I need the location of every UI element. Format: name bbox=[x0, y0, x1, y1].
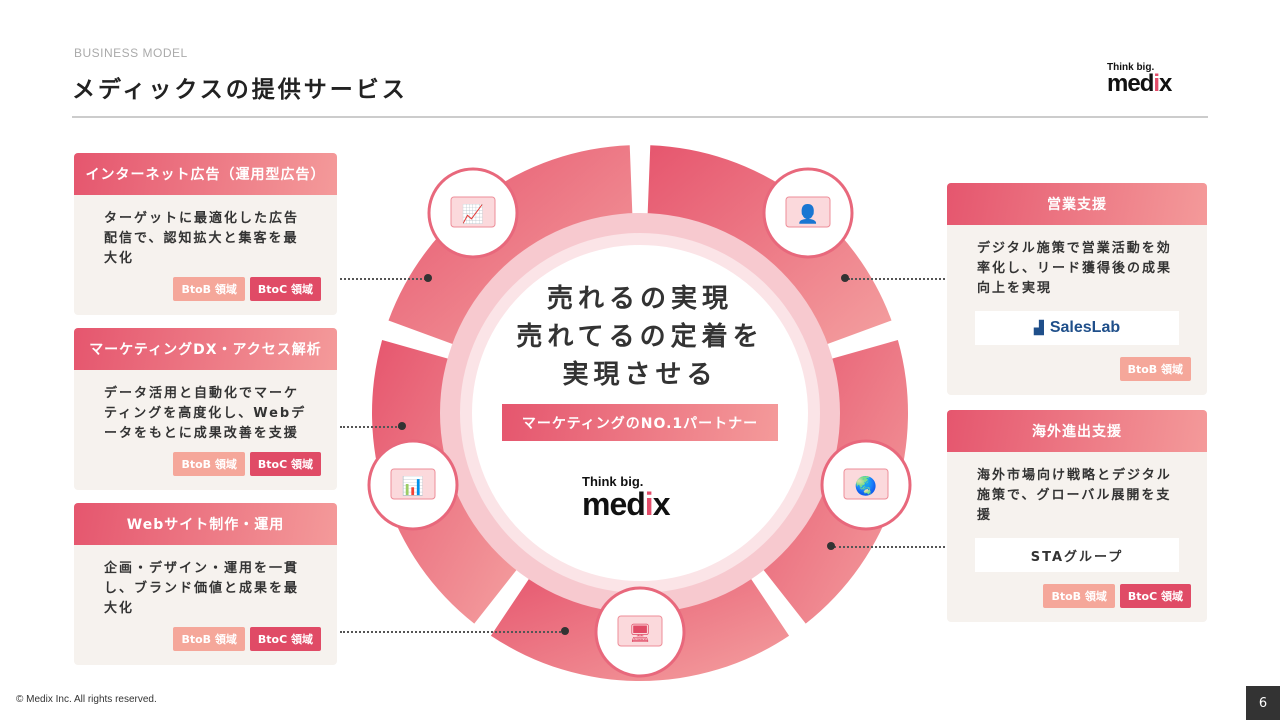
ring-segment bbox=[388, 145, 633, 348]
card-description: 企画・デザイン・運用を一貫し、ブランド価値と成果を最大化 bbox=[104, 561, 300, 616]
service-card-marketing-dx[interactable]: マーケティングDX・アクセス解析 データ活用と自動化でマーケティングを高度化し、… bbox=[74, 328, 337, 490]
btob-tag: BtoB 領域 bbox=[1043, 584, 1115, 608]
svg-text:📈: 📈 bbox=[462, 203, 484, 225]
global-expansion-icon: 🌏 bbox=[820, 439, 912, 531]
bar-chart-icon: ▟ bbox=[1033, 320, 1046, 336]
sales-growth-icon: 👤 bbox=[762, 167, 854, 259]
btob-tag: BtoB 領域 bbox=[173, 627, 245, 651]
header-logo: Think big. medix bbox=[1107, 62, 1172, 97]
page-number: 6 bbox=[1246, 686, 1280, 720]
btob-tag: BtoB 領域 bbox=[1119, 357, 1191, 381]
saleslab-logo: ▟SalesLab bbox=[975, 311, 1179, 345]
tagline-badge: マーケティングのNO.1パートナー bbox=[502, 404, 778, 441]
btob-tag: BtoB 領域 bbox=[173, 452, 245, 476]
btoc-tag: BtoC 領域 bbox=[249, 277, 321, 301]
center-message: 売れるの実現 売れてるの定着を 実現させる bbox=[480, 280, 800, 394]
service-card-overseas[interactable]: 海外進出支援 海外市場向け戦略とデジタル施策で、グローバル展開を支援 STAグル… bbox=[947, 410, 1207, 622]
card-title: Webサイト制作・運用 bbox=[74, 503, 337, 545]
copyright: © Medix Inc. All rights reserved. bbox=[16, 694, 157, 705]
connector-dot bbox=[827, 542, 835, 550]
connector bbox=[340, 278, 426, 280]
logo-text: i bbox=[1153, 70, 1160, 97]
connector-dot bbox=[561, 627, 569, 635]
connector bbox=[848, 278, 945, 280]
card-description: 海外市場向け戦略とデジタル施策で、グローバル展開を支援 bbox=[977, 468, 1172, 523]
page-title: メディックスの提供サービス bbox=[72, 77, 408, 103]
center-line: 実現させる bbox=[562, 360, 718, 390]
card-title: マーケティングDX・アクセス解析 bbox=[74, 328, 337, 370]
card-description: ターゲットに最適化した広告配信で、認知拡大と集客を最大化 bbox=[104, 211, 300, 266]
btoc-tag: BtoC 領域 bbox=[249, 627, 321, 651]
logo-text: i bbox=[644, 486, 654, 522]
svg-text:🌏: 🌏 bbox=[855, 475, 877, 497]
connector bbox=[834, 546, 945, 548]
ring-segment bbox=[647, 145, 892, 348]
card-title: 営業支援 bbox=[947, 183, 1207, 225]
connector-dot bbox=[398, 422, 406, 430]
service-card-web-production[interactable]: Webサイト制作・運用 企画・デザイン・運用を一貫し、ブランド価値と成果を最大化… bbox=[74, 503, 337, 665]
connector-dot bbox=[841, 274, 849, 282]
svg-text:🖥: 🖥 bbox=[629, 623, 652, 644]
brand-name: SalesLab bbox=[1049, 319, 1121, 336]
card-description: データ活用と自動化でマーケティングを高度化し、Webデータをもとに成果改善を支援 bbox=[104, 386, 307, 441]
logo-text: med bbox=[1107, 70, 1154, 97]
connector bbox=[340, 426, 400, 428]
divider bbox=[72, 116, 1208, 118]
service-card-internet-ads[interactable]: インターネット広告（運用型広告） ターゲットに最適化した広告配信で、認知拡大と集… bbox=[74, 153, 337, 315]
ad-laptop-icon: 📈 bbox=[427, 167, 519, 259]
analytics-cloud-icon: 📊 bbox=[367, 439, 459, 531]
svg-text:👤: 👤 bbox=[797, 203, 819, 225]
section-eyebrow: BUSINESS MODEL bbox=[74, 46, 188, 60]
service-card-sales-support[interactable]: 営業支援 デジタル施策で営業活動を効率化し、リード獲得後の成果向上を実現 ▟Sa… bbox=[947, 183, 1207, 395]
logo-text: x bbox=[1159, 70, 1172, 97]
btob-tag: BtoB 領域 bbox=[173, 277, 245, 301]
card-title: 海外進出支援 bbox=[947, 410, 1207, 452]
connector-dot bbox=[424, 274, 432, 282]
connector bbox=[340, 631, 564, 633]
btoc-tag: BtoC 領域 bbox=[249, 452, 321, 476]
logo-tagline: Think big. bbox=[1107, 62, 1155, 73]
card-description: デジタル施策で営業活動を効率化し、リード獲得後の成果向上を実現 bbox=[977, 241, 1173, 296]
center-line: 売れるの実現 bbox=[546, 284, 733, 314]
svg-text:📊: 📊 bbox=[402, 475, 424, 497]
logo-text: med bbox=[582, 486, 646, 522]
sta-group-logo: STAグループ bbox=[975, 538, 1179, 572]
card-title: インターネット広告（運用型広告） bbox=[74, 153, 337, 195]
logo-tagline: Think big. bbox=[582, 474, 644, 489]
web-design-icon: 🖥 bbox=[594, 586, 686, 678]
btoc-tag: BtoC 領域 bbox=[1119, 584, 1191, 608]
center-line: 売れてるの定着を bbox=[516, 322, 764, 352]
center-logo: Think big. medix bbox=[582, 474, 671, 522]
logo-text: x bbox=[652, 486, 671, 522]
